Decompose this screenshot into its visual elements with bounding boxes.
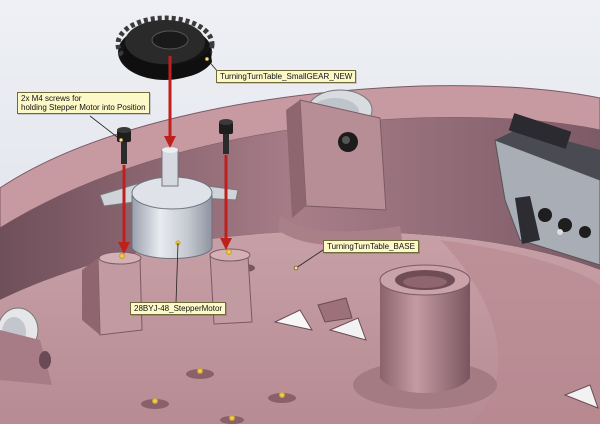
left-wheel	[0, 307, 52, 385]
screw-holes	[141, 264, 296, 424]
callout-m4-screws-line2: holding Stepper Motor into Position	[21, 103, 146, 112]
callout-m4-screws-line1: 2x M4 screws for	[21, 94, 82, 103]
bearing-block	[278, 89, 402, 246]
endstop-bracket	[494, 113, 600, 266]
callout-leaders	[89, 56, 327, 304]
callout-stepper-motor: 28BYJ-48_StepperMotor	[130, 302, 227, 315]
motor-mount-left	[82, 251, 143, 336]
callout-small-gear: TurningTurnTable_SmallGEAR_NEW	[216, 70, 357, 83]
callout-stepper-motor-text: 28BYJ-48_StepperMotor	[134, 304, 223, 313]
stepper-motor	[99, 147, 239, 259]
callout-base: TurningTurnTable_BASE	[323, 240, 419, 253]
callout-m4-screws: 2x M4 screws for holding Stepper Motor i…	[17, 92, 150, 114]
m4-screw-right	[219, 119, 233, 154]
small-gear	[115, 15, 215, 80]
assembly-arrows	[118, 56, 232, 254]
floor-shadow	[440, 240, 600, 424]
center-post	[353, 264, 497, 409]
floor-cutouts	[273, 297, 599, 409]
callout-small-gear-text: TurningTurnTable_SmallGEAR_NEW	[220, 72, 353, 81]
callout-base-text: TurningTurnTable_BASE	[327, 242, 415, 251]
